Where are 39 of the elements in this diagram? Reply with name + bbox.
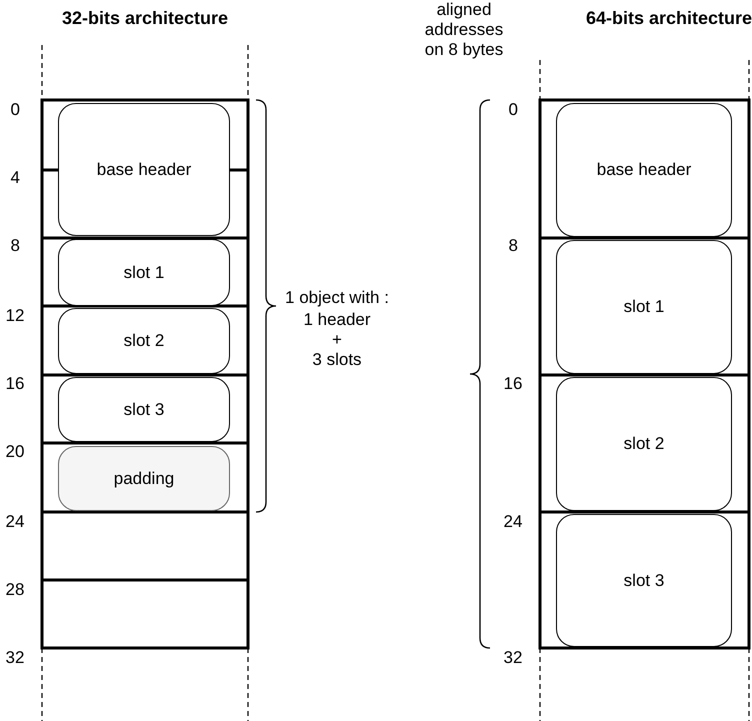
block-label: slot 1 [624,297,664,317]
memory-block [58,377,230,442]
brace-label: 1 object with : [284,288,390,308]
section-title: 32-bits architecture [60,8,230,28]
memory-block [556,514,732,647]
address-offset: 8 [508,236,518,256]
memory-block [556,240,732,374]
brace-label: 1 header [302,310,372,330]
section-title: 64-bits architecture [584,8,752,28]
block-label: padding [114,468,174,488]
address-offset: 24 [504,512,522,532]
address-offset: 4 [10,168,20,188]
address-offset: 12 [6,306,24,326]
address-offset: 24 [6,512,24,532]
brace-label: 3 slots [311,350,363,370]
address-offset: 20 [6,442,24,462]
address-offset: 8 [10,236,20,256]
block-label: slot 3 [124,400,164,420]
brace-label: + [331,330,343,350]
annotation: aligned addresses on 8 bytes [424,0,504,60]
block-label: base header [96,160,192,180]
address-offset: 32 [6,648,24,668]
block-label: slot 2 [124,331,164,351]
address-offset: 0 [508,100,518,120]
memory-block [556,377,732,511]
block-label: slot 3 [624,570,664,590]
address-offset: 28 [6,580,24,600]
address-offset: 0 [10,100,20,120]
address-offset: 32 [504,648,522,668]
address-offset: 16 [6,374,24,394]
block-label: slot 2 [624,434,664,454]
padding-block [58,446,230,511]
block-label: base header [596,160,692,180]
block-label: slot 1 [124,262,164,282]
memory-block [556,103,732,237]
memory-block [58,103,230,236]
memory-block [58,308,230,374]
memory-block [58,239,230,306]
address-offset: 16 [504,374,522,394]
